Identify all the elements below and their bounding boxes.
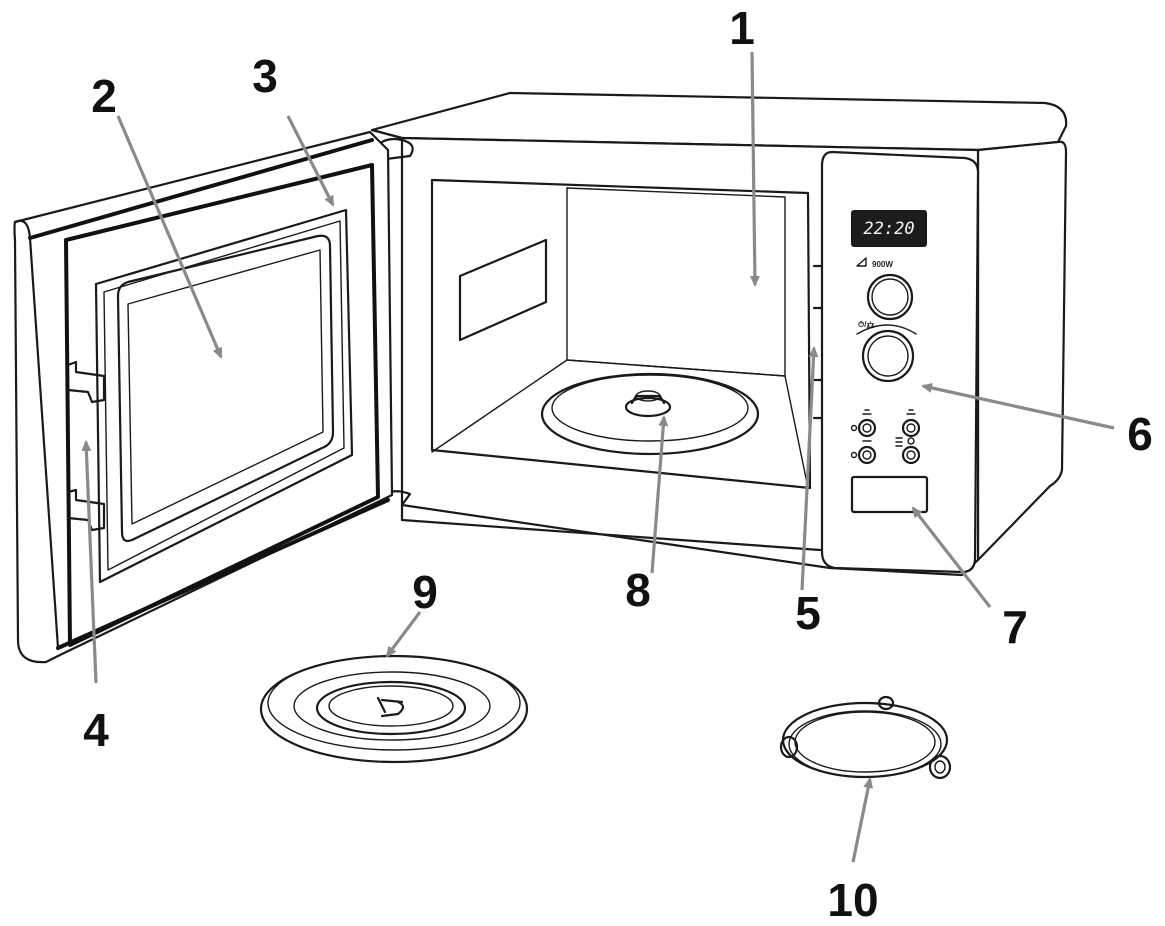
timer-knob[interactable] (856, 324, 917, 383)
leader-4 (81, 440, 98, 684)
door-open-button[interactable] (850, 475, 929, 514)
leader-7 (911, 506, 992, 608)
leader-9 (385, 611, 422, 658)
leader-6 (921, 383, 1115, 430)
time-display (851, 210, 927, 247)
leader-5 (800, 346, 819, 591)
leader-1 (749, 51, 760, 287)
callout-7: 7 (1002, 601, 1028, 653)
callout-numbers: 1 2 3 4 5 6 7 8 9 10 (83, 2, 1153, 926)
leader-2 (116, 115, 223, 359)
display-time-text: 22:20 (863, 219, 914, 239)
callout-2: 2 (91, 70, 117, 122)
glass-turntable-tray (259, 654, 529, 764)
callout-3: 3 (252, 50, 278, 102)
function-buttons[interactable] (850, 409, 921, 465)
callout-8: 8 (625, 564, 651, 616)
power-knob[interactable] (866, 273, 914, 321)
timer-weight-label: ⏱/⚖ (858, 319, 874, 329)
leader-8 (650, 415, 669, 574)
callout-10: 10 (827, 874, 878, 926)
microwave-door (13, 130, 394, 664)
callout-5: 5 (795, 587, 821, 639)
leader-10 (851, 777, 874, 863)
power-label: 900W (872, 260, 893, 269)
control-panel: 22:20 900W ⏱/⚖ (820, 150, 980, 574)
leader-lines (81, 51, 1115, 863)
roller-ring (779, 695, 952, 780)
callout-6: 6 (1127, 408, 1153, 460)
callout-1: 1 (729, 2, 755, 54)
leader-3 (286, 115, 335, 207)
callout-4: 4 (83, 704, 109, 756)
callout-9: 9 (412, 566, 438, 618)
